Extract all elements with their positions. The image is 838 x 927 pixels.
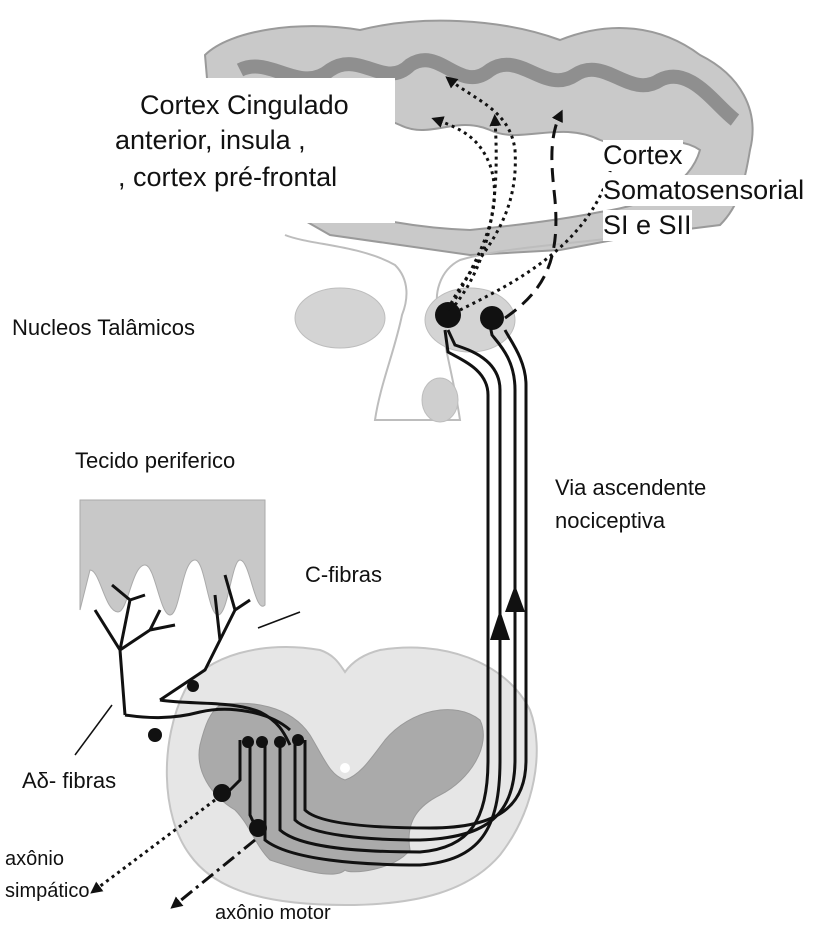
nucleos-talamicos-label: Nucleos Talâmicos <box>12 315 195 340</box>
dorsal-horn-terminal-2 <box>256 736 268 748</box>
cortex-somato-line2: Somatosensorial <box>603 175 804 206</box>
a-delta-fibras-label: Aδ- fibras <box>22 768 116 793</box>
motor-neuron <box>249 819 267 837</box>
cingulado-label: Cingulado <box>227 90 349 120</box>
cfiber-terminal <box>187 680 199 692</box>
brainstem-nucleus <box>422 378 458 422</box>
ascending-arrows <box>490 585 525 640</box>
axonio-simpatico-line1: axônio <box>5 848 64 871</box>
c-fibras-label: C-fibras <box>305 562 382 587</box>
arrow-up-left <box>490 610 510 640</box>
via-ascendente-line1: Via ascendente <box>555 475 706 500</box>
adelta-terminal <box>148 728 162 742</box>
tecido-periferico-label: Tecido periferico <box>75 448 235 473</box>
spinal-cord <box>167 647 537 905</box>
axonio-simpatico-line2: simpático <box>5 880 89 903</box>
dorsal-horn-terminal-1 <box>242 736 254 748</box>
axonio-motor-label: axônio motor <box>215 902 331 925</box>
sympathetic-neuron <box>213 784 231 802</box>
thalamic-neuron-right <box>480 306 504 330</box>
arrow-up-right <box>505 585 525 612</box>
dorsal-horn-terminal-4 <box>292 734 304 746</box>
via-ascendente-line2: nociceptiva <box>555 508 665 533</box>
thalamus-left <box>295 288 385 348</box>
cortex-cingulado-label: Cortex <box>140 90 220 120</box>
peripheral-tissue <box>80 500 265 615</box>
adelta-leader <box>75 705 112 755</box>
thalamic-neuron-left <box>435 302 461 328</box>
dorsal-horn-terminal-3 <box>274 736 286 748</box>
cortex-cingulado-line3: , cortex pré-frontal <box>118 162 337 193</box>
central-canal <box>340 763 350 773</box>
cortex-somato-line1: Cortex <box>603 140 683 171</box>
cortex-somato-line3: SI e SII <box>603 210 692 241</box>
cortex-cingulado-line2: anterior, insula , <box>115 125 306 156</box>
cfibras-leader <box>258 612 300 628</box>
